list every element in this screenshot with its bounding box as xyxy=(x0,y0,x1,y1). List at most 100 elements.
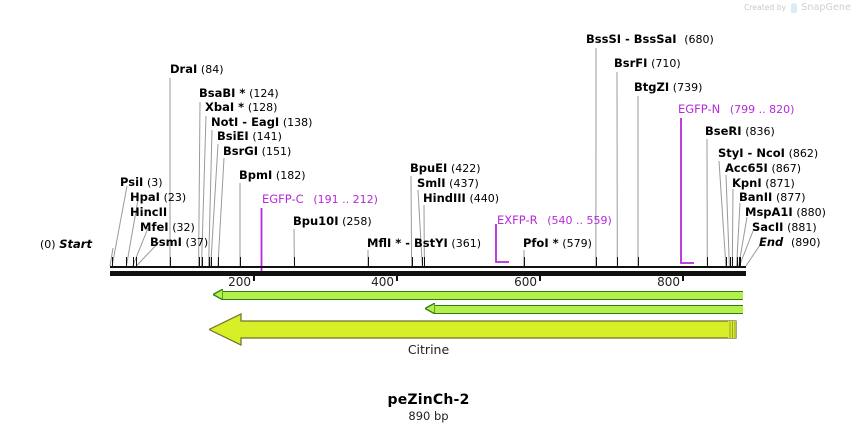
label-bsrgi[interactable]: BsrGI (151) xyxy=(223,145,292,158)
cut-site-tick[interactable] xyxy=(294,257,296,267)
length-label: 890 bp xyxy=(408,409,449,423)
label-kpni[interactable]: KpnI (871) xyxy=(732,177,795,190)
label-bpu10i[interactable]: Bpu10I (258) xyxy=(293,214,372,228)
cut-site-tick[interactable] xyxy=(424,257,426,267)
cut-site-tick[interactable] xyxy=(170,257,171,267)
cut-site-tick[interactable] xyxy=(126,257,128,267)
site-name: BpmI xyxy=(239,168,273,182)
site-pos: (182) xyxy=(275,169,306,182)
cut-site-tick[interactable] xyxy=(198,257,200,267)
citrine-label: Citrine xyxy=(407,342,450,357)
site-name: PsiI xyxy=(120,175,144,189)
axis-tick-label-600: 600 xyxy=(514,275,537,289)
cut-site-tick[interactable] xyxy=(201,257,203,267)
label-bsabi[interactable]: BsaBI * (124) xyxy=(199,86,279,100)
cut-site-tick[interactable] xyxy=(736,257,738,267)
primer-arrow-1[interactable] xyxy=(213,289,743,300)
label-btgzi[interactable]: BtgZI (739) xyxy=(634,81,702,94)
cut-site-tick[interactable] xyxy=(240,257,242,267)
cut-site-tick[interactable] xyxy=(726,257,727,267)
label-exfp-r[interactable]: EXFP-R (540 .. 559) xyxy=(497,213,612,227)
primer-arrow-1-body xyxy=(222,291,743,300)
site-pos: (437) xyxy=(449,177,479,190)
site-pos: (37) xyxy=(185,236,209,249)
sequence-backbone-bar[interactable] xyxy=(110,271,746,276)
site-name: BseRI xyxy=(705,124,742,138)
label-hindiii[interactable]: HindIII (440) xyxy=(423,192,499,205)
cut-site-tick[interactable] xyxy=(210,257,212,267)
label-mspa1i[interactable]: MspA1I (880) xyxy=(745,206,826,219)
cut-site-tick[interactable] xyxy=(707,257,709,267)
site-name: BssSI - BssSaI xyxy=(586,32,677,46)
label-styi-ncoi[interactable]: StyI - NcoI (862) xyxy=(718,147,819,160)
label-egfp-c[interactable]: EGFP-C (191 .. 212) xyxy=(262,192,378,206)
label-bsmi[interactable]: BsmI (37) xyxy=(150,235,209,249)
cut-site-tick[interactable] xyxy=(729,257,731,267)
cut-site-tick[interactable] xyxy=(738,257,740,267)
label-pfoi[interactable]: PfoI * (579) xyxy=(523,236,592,250)
site-pos: (361) xyxy=(451,237,482,250)
site-name: BanII xyxy=(739,190,773,204)
label-bsiei[interactable]: BsiEI (141) xyxy=(217,130,282,143)
label-egfp-n[interactable]: EGFP-N (799 .. 820) xyxy=(678,103,794,116)
label-mflii-bstyi[interactable]: MflI * - BstYI (361) xyxy=(367,237,482,250)
site-pos: (138) xyxy=(282,116,313,129)
label-xbai[interactable]: XbaI * (128) xyxy=(205,100,278,114)
site-name: BsaBI * xyxy=(199,86,246,100)
cut-site-tick[interactable] xyxy=(132,257,134,267)
label-noti-eagi[interactable]: NotI - EagI (138) xyxy=(211,116,313,129)
primer-arrow-2[interactable] xyxy=(425,303,743,314)
site-pos: (881) xyxy=(787,221,817,234)
site-name: XbaI * xyxy=(205,100,245,114)
cut-site-tick[interactable] xyxy=(411,257,413,267)
feature-name: EGFP-C xyxy=(262,192,304,206)
site-pos: (128) xyxy=(247,101,278,114)
site-pos: (32) xyxy=(172,221,195,234)
label-hpai[interactable]: HpaI (23) xyxy=(130,191,186,204)
cut-site-tick[interactable] xyxy=(617,257,619,267)
label-psii[interactable]: PsiI (3) xyxy=(120,175,163,189)
label-drai[interactable]: DraI (84) xyxy=(170,63,224,76)
label-bseri[interactable]: BseRI (836) xyxy=(705,124,775,138)
label-bpuei[interactable]: BpuEI (422) xyxy=(410,162,481,175)
feature-name: EXFP-R xyxy=(497,213,538,227)
site-pos: (579) xyxy=(562,237,592,250)
site-name: BsmI xyxy=(150,235,182,249)
site-pos: (258) xyxy=(342,215,372,228)
citrine-cds-arrow[interactable] xyxy=(209,312,742,347)
site-pos: (862) xyxy=(788,147,819,160)
label-end[interactable]: End (890) xyxy=(759,236,821,249)
cut-site-tick[interactable] xyxy=(112,257,114,267)
cut-site-tick[interactable] xyxy=(217,257,219,267)
label-sacii[interactable]: SacII (881) xyxy=(752,221,817,234)
label-banii[interactable]: BanII (877) xyxy=(739,190,806,204)
label-bsrfi[interactable]: BsrFI (710) xyxy=(614,57,681,70)
cut-site-tick[interactable] xyxy=(638,257,640,267)
cut-site-tick[interactable] xyxy=(368,257,369,267)
label-mfei[interactable]: MfeI (32) xyxy=(140,220,195,234)
cut-site-tick[interactable] xyxy=(208,257,210,267)
cut-site-tick[interactable] xyxy=(595,257,597,267)
cut-site-tick[interactable] xyxy=(422,257,424,267)
cut-site-tick[interactable] xyxy=(523,257,525,267)
site-pos: (151) xyxy=(261,145,292,158)
site-name: PfoI * xyxy=(523,236,559,250)
label-hincii[interactable]: HincII xyxy=(130,206,167,219)
site-name: Bpu10I xyxy=(293,214,339,228)
cut-site-tick[interactable] xyxy=(732,257,734,267)
cut-site-tick[interactable] xyxy=(739,257,741,267)
label-smli[interactable]: SmlI (437) xyxy=(417,176,479,190)
label-bsssi-bsssai[interactable]: BssSI - BssSaI (680) xyxy=(586,32,714,46)
cut-site-tick[interactable] xyxy=(136,257,138,267)
sequence-backbone-line[interactable] xyxy=(110,266,746,268)
label-bpmi[interactable]: BpmI (182) xyxy=(239,168,306,182)
site-name: MfeI xyxy=(140,220,169,234)
label-start[interactable]: (0) Start xyxy=(40,237,92,251)
site-pos: (141) xyxy=(252,130,282,143)
start-name: Start xyxy=(59,237,92,251)
site-name: SmlI xyxy=(417,176,446,190)
page-title: peZinCh-2 xyxy=(387,392,470,408)
axis-tick-label-800: 800 xyxy=(657,275,680,289)
label-acc65i[interactable]: Acc65I (867) xyxy=(725,162,801,175)
